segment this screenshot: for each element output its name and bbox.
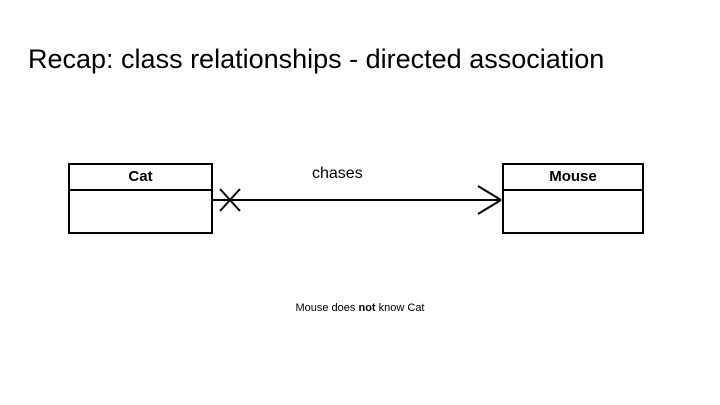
caption-emphasis: not xyxy=(358,302,376,314)
page-title: Recap: class relationships - directed as… xyxy=(28,44,605,74)
caption-prefix: Mouse does xyxy=(295,302,359,314)
uml-class-cat-name: Cat xyxy=(70,165,211,191)
caption-suffix: know Cat xyxy=(375,302,425,314)
open-arrowhead-icon xyxy=(477,185,502,215)
uml-class-mouse[interactable]: Mouse xyxy=(502,163,644,234)
uml-class-mouse-name: Mouse xyxy=(504,165,642,191)
association-label: chases xyxy=(312,165,363,182)
uml-class-cat[interactable]: Cat xyxy=(68,163,213,234)
non-navigable-cross-icon xyxy=(219,188,241,212)
caption: Mouse does not know Cat xyxy=(0,302,720,314)
uml-class-mouse-body xyxy=(504,191,642,258)
uml-class-cat-body xyxy=(70,191,211,258)
